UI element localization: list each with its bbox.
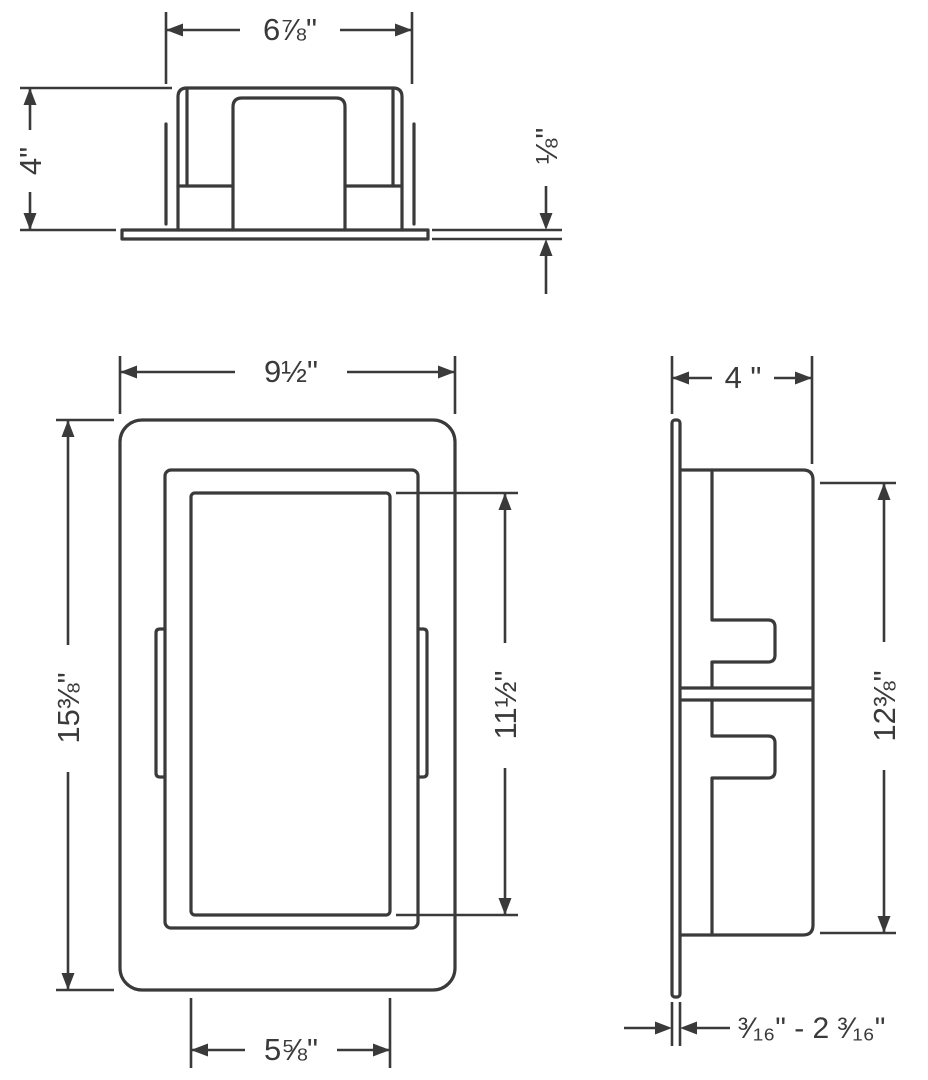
- arrowhead-down-icon: [23, 213, 37, 230]
- arrowhead-up-icon: [877, 483, 891, 500]
- dim-top-width: 6⅞": [164, 12, 414, 84]
- dim-label-front-width: 9½": [264, 354, 318, 389]
- extension-lines: [56, 418, 114, 992]
- arrowhead-left-icon: [166, 23, 183, 37]
- top-view-wall-inner-faces: [185, 88, 395, 188]
- front-view-inner-frame: [163, 468, 420, 930]
- arrowhead-left-icon: [680, 1021, 697, 1035]
- front-view-right-clip: [416, 627, 429, 779]
- arrowhead-right-icon: [655, 1021, 672, 1035]
- front-view-left-clip: [154, 627, 167, 779]
- arrowhead-up-icon: [498, 493, 512, 510]
- dimension-annotations: 6⅞" 4" ⅛": [13, 12, 902, 1068]
- side-view-front-flange: [670, 418, 682, 999]
- dim-tile-thickness-range: ³⁄₁₆" - 2 ³⁄₁₆": [624, 1002, 885, 1046]
- top-view-body-outline: [176, 86, 404, 232]
- top-view-flange-plate: [120, 228, 430, 241]
- arrowhead-left-icon: [672, 371, 689, 385]
- dim-label-opening-width: 5⅝": [264, 1032, 318, 1067]
- dim-label-side-height: 12⅜": [867, 670, 902, 741]
- arrowhead-down-icon: [61, 973, 75, 990]
- dim-opening-width: 5⅝": [189, 998, 392, 1068]
- dim-side-depth: 4 ": [670, 356, 814, 464]
- arrowhead-right-icon: [395, 23, 412, 37]
- arrowhead-left-icon: [191, 1043, 208, 1057]
- extension-lines: [432, 228, 562, 241]
- dim-side-height: 12⅜": [820, 481, 902, 935]
- extension-lines: [118, 356, 457, 414]
- side-view: [670, 418, 815, 999]
- front-view-opening: [189, 491, 392, 917]
- dim-front-width: 9½": [118, 354, 457, 414]
- arrowhead-up-icon: [539, 239, 553, 256]
- side-view-body-outline: [678, 468, 815, 937]
- arrowhead-left-icon: [120, 365, 137, 379]
- top-view-cavity-outline: [231, 96, 347, 232]
- dim-label-top-depth: 4": [13, 147, 48, 175]
- dim-front-height: 15⅜": [51, 418, 114, 992]
- arrowhead-down-icon: [539, 213, 553, 230]
- top-view-side-clips: [164, 122, 416, 226]
- front-view-outer-frame: [118, 418, 457, 992]
- dim-label-front-height: 15⅜": [51, 672, 86, 743]
- arrowhead-up-icon: [23, 88, 37, 105]
- extension-lines: [164, 12, 414, 84]
- arrowhead-right-icon: [373, 1043, 390, 1057]
- dim-label-side-depth: 4 ": [725, 360, 762, 395]
- extension-lines: [396, 491, 518, 917]
- top-view: [120, 86, 430, 241]
- front-view: [118, 418, 457, 992]
- dim-label-flange-thickness: ⅛": [529, 128, 564, 165]
- arrowhead-right-icon: [438, 365, 455, 379]
- dim-label-top-width: 6⅞": [263, 12, 317, 47]
- part-outlines: [118, 86, 815, 999]
- extension-lines: [670, 356, 814, 464]
- arrowhead-down-icon: [877, 916, 891, 933]
- arrowhead-up-icon: [61, 420, 75, 437]
- arrowhead-right-icon: [795, 371, 812, 385]
- extension-lines: [20, 86, 172, 232]
- dim-top-depth: 4": [13, 86, 172, 232]
- dim-label-tile-thickness-range: ³⁄₁₆" - 2 ³⁄₁₆": [738, 1012, 885, 1045]
- extension-lines: [189, 998, 392, 1068]
- dim-opening-height: 11½": [396, 491, 523, 917]
- arrowhead-down-icon: [498, 898, 512, 915]
- dim-flange-thickness: ⅛": [432, 128, 564, 294]
- extension-lines: [670, 1002, 682, 1046]
- side-view-inner-profile: [680, 468, 813, 937]
- dim-label-opening-height: 11½": [488, 670, 523, 739]
